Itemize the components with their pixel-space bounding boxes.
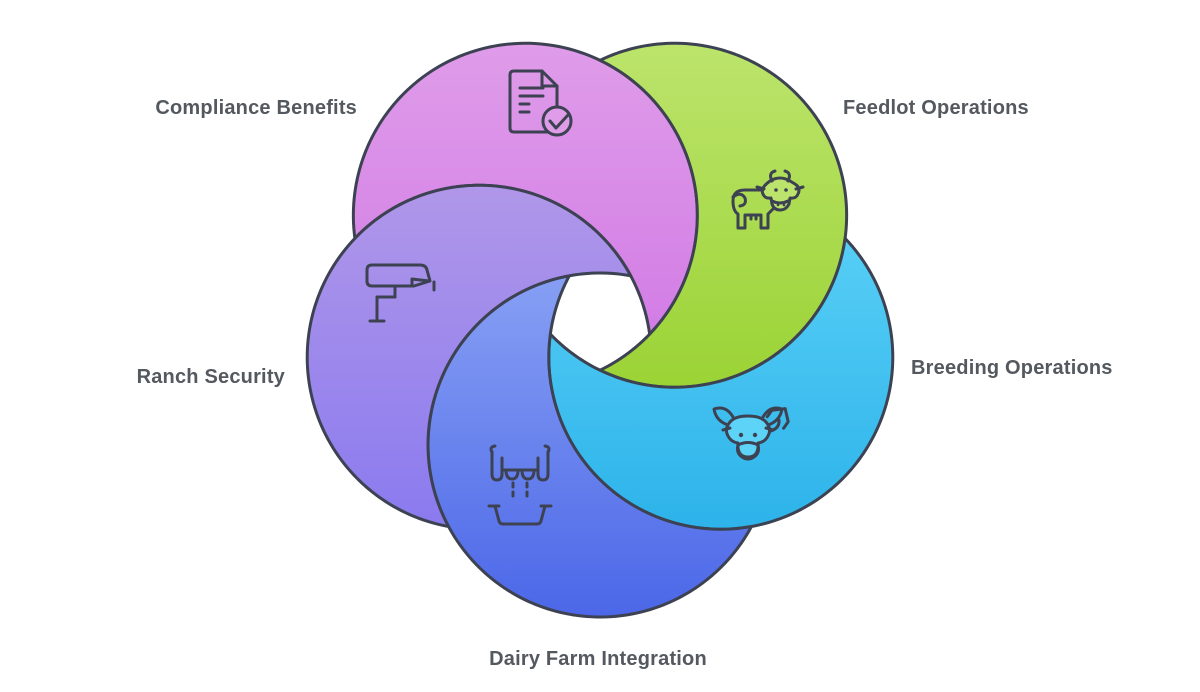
label-ranch-security: Ranch Security [136,366,285,388]
document-check-icon [508,69,573,137]
label-breeding-operations: Breeding Operations [911,357,1113,379]
milking-icon [487,444,553,526]
label-compliance-benefits: Compliance Benefits [155,97,357,119]
cow-icon [731,169,805,230]
ranch-security-crescent [305,183,633,528]
bull-arrow-icon [712,406,790,461]
label-feedlot-operations: Feedlot Operations [843,97,1029,119]
security-camera-icon [365,263,436,323]
label-dairy-farm-integration: Dairy Farm Integration [489,648,707,670]
